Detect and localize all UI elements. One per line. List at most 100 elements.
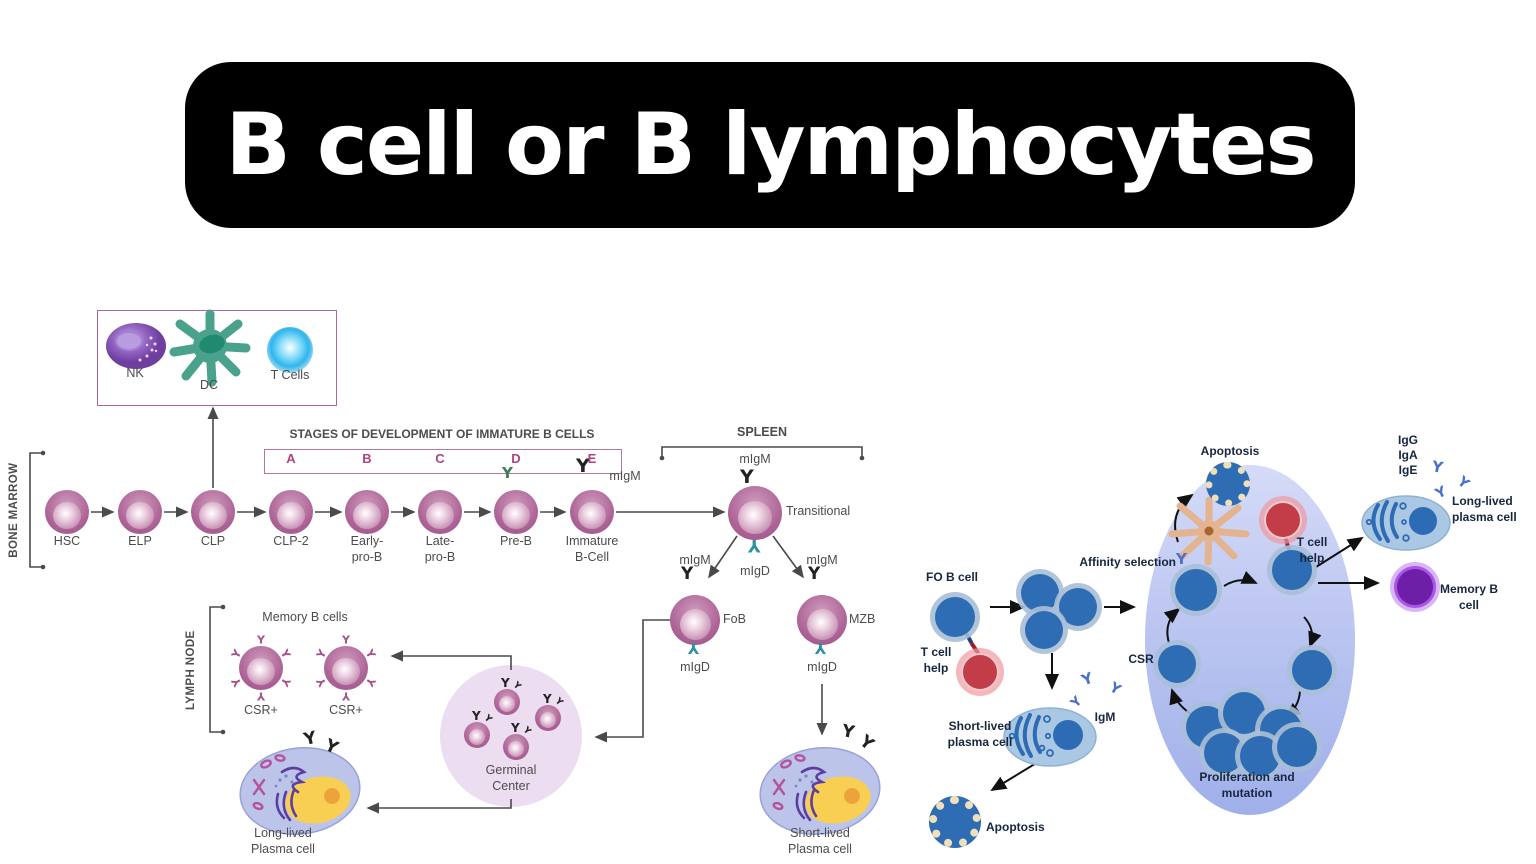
- title-banner: B cell or B lymphocytes: [185, 62, 1355, 228]
- label-migd: mIgD: [807, 660, 837, 674]
- label-hsc: HSC: [53, 534, 81, 548]
- label-nk: NK: [126, 366, 144, 380]
- stage-letter-d: D: [511, 451, 521, 466]
- label-migm: mIgM: [739, 452, 771, 466]
- label-csr-1: CSR+: [244, 703, 278, 717]
- label-germinal-center: Germinal Center: [485, 763, 537, 793]
- memory-b-cell-right: [1394, 566, 1436, 608]
- cell-clp2: [269, 490, 313, 534]
- proliferating-b-cell: [1025, 611, 1063, 649]
- t-helper-cell-left: [961, 653, 999, 691]
- label-proliferation: Proliferation and mutation: [1199, 770, 1295, 800]
- stage-letter-e: E: [587, 451, 597, 466]
- cycling-b-cell: [1292, 650, 1332, 690]
- receptor-spike-icon: Y: [314, 647, 330, 661]
- page-title: B cell or B lymphocytes: [225, 95, 1316, 195]
- class-switched-antibody-icon: Y: [1430, 457, 1445, 477]
- cell-transitional: [728, 486, 782, 540]
- migm-receptor-icon: Y: [808, 564, 821, 584]
- nk-cell-icon: [106, 323, 166, 369]
- stage-letter-c: C: [435, 451, 445, 466]
- igm-antibody-icon: Y: [1079, 668, 1096, 690]
- migm-receptor-icon: Y: [576, 455, 590, 477]
- affinity-selected-b-cell: [1175, 569, 1217, 611]
- receptor-spike-icon: Y: [342, 633, 350, 647]
- cell-pre-b: [494, 490, 538, 534]
- cell-immature-b: [570, 490, 614, 534]
- label-migd: mIgD: [680, 660, 710, 674]
- label-late-pro-b: Late- pro-B: [424, 534, 456, 564]
- label-csr: CSR: [1128, 652, 1154, 666]
- label-mzb: MZB: [849, 612, 876, 626]
- label-migm: mIgM: [609, 469, 641, 483]
- label-migm: mIgM: [806, 553, 838, 567]
- affinity-antibody-icon: Y: [1176, 550, 1187, 568]
- receptor-spike-icon: Y: [314, 675, 330, 689]
- label-igm: IgM: [1094, 710, 1116, 724]
- apoptosis-cell-top: [1206, 462, 1250, 506]
- long-lived-plasma-cell: [239, 746, 361, 836]
- spleen-label: SPLEEN: [736, 425, 787, 439]
- label-fo-b-cell: FO B cell: [925, 570, 978, 584]
- gc-b-cell: [503, 734, 529, 760]
- cluster-b-cell: [1223, 692, 1265, 734]
- label-clp: CLP: [200, 534, 226, 548]
- apoptosis-cell-bottom: [929, 796, 981, 848]
- lymph-node-label: LYMPH NODE: [184, 630, 197, 710]
- secreted-antibody-icon: Y: [840, 721, 857, 743]
- receptor-spike-icon: Y: [229, 647, 245, 661]
- cell-late-pro-b: [418, 490, 462, 534]
- receptor-spike-icon: Y: [277, 675, 293, 689]
- label-ige: IgE: [1398, 463, 1418, 477]
- gc-receptor-icon: Y: [472, 709, 481, 723]
- label-long-lived-plasma: Long-lived Plasma cell: [251, 826, 315, 856]
- cell-fob: [670, 595, 720, 645]
- receptor-spike-icon: Y: [342, 689, 350, 703]
- stage-letter-a: A: [286, 451, 296, 466]
- migd-receptor-icon: Y: [748, 535, 761, 555]
- label-affinity-selection: Affinity selection: [1079, 555, 1176, 569]
- label-dc: DC: [199, 378, 219, 392]
- gc-receptor-icon: Y: [511, 721, 520, 735]
- igm-antibody-icon: Y: [1106, 679, 1124, 699]
- migd-receptor-icon: Y: [815, 639, 826, 657]
- label-fob: FoB: [723, 612, 746, 626]
- label-clp2: CLP-2: [273, 534, 309, 548]
- t-helper-cell-right: [1264, 501, 1302, 539]
- bone-marrow-label: BONE MARROW: [7, 462, 20, 558]
- label-early-pro-b: Early- pro-B: [350, 534, 384, 564]
- gc-b-cell: [535, 705, 561, 731]
- stage-letter-b: B: [362, 451, 372, 466]
- proliferating-b-cell: [1059, 588, 1097, 626]
- label-migd: mIgD: [740, 564, 770, 578]
- progenitor-box: [97, 310, 337, 406]
- receptor-spike-icon: Y: [362, 647, 378, 661]
- cell-clp: [191, 490, 235, 534]
- label-t-cell-help-right: T cell help: [1296, 535, 1328, 565]
- label-migm: mIgM: [679, 553, 711, 567]
- receptor-spike-icon: Y: [277, 647, 293, 661]
- gc-receptor-icon: Y: [543, 692, 552, 706]
- cluster-b-cell: [1277, 727, 1317, 767]
- short-lived-plasma-cell-right: [1003, 707, 1097, 767]
- pre-b-receptor-icon: Y: [502, 464, 513, 482]
- label-long-lived-right: Long-lived plasma cell: [1452, 494, 1517, 524]
- t-cell-icon: [267, 327, 313, 373]
- cell-early-pro-b: [345, 490, 389, 534]
- long-lived-plasma-cell-right: [1361, 495, 1451, 551]
- receptor-spike-icon: Y: [229, 675, 245, 689]
- label-pre-b: Pre-B: [500, 534, 532, 548]
- migm-receptor-icon: Y: [740, 466, 754, 488]
- cluster-b-cell: [1240, 736, 1280, 776]
- class-switched-antibody-icon: Y: [1454, 473, 1473, 493]
- label-apoptosis-bottom: Apoptosis: [986, 820, 1045, 834]
- cell-hsc: [45, 490, 89, 534]
- label-igg: IgG: [1398, 433, 1418, 447]
- cluster-b-cell: [1204, 733, 1244, 773]
- follicular-dendritic-cell-icon: [1168, 496, 1250, 566]
- label-immature-b: Immature B-Cell: [565, 534, 619, 564]
- gc-b-cell: [464, 722, 490, 748]
- cell-mzb: [797, 595, 847, 645]
- label-memory-b-right: Memory B cell: [1439, 582, 1498, 612]
